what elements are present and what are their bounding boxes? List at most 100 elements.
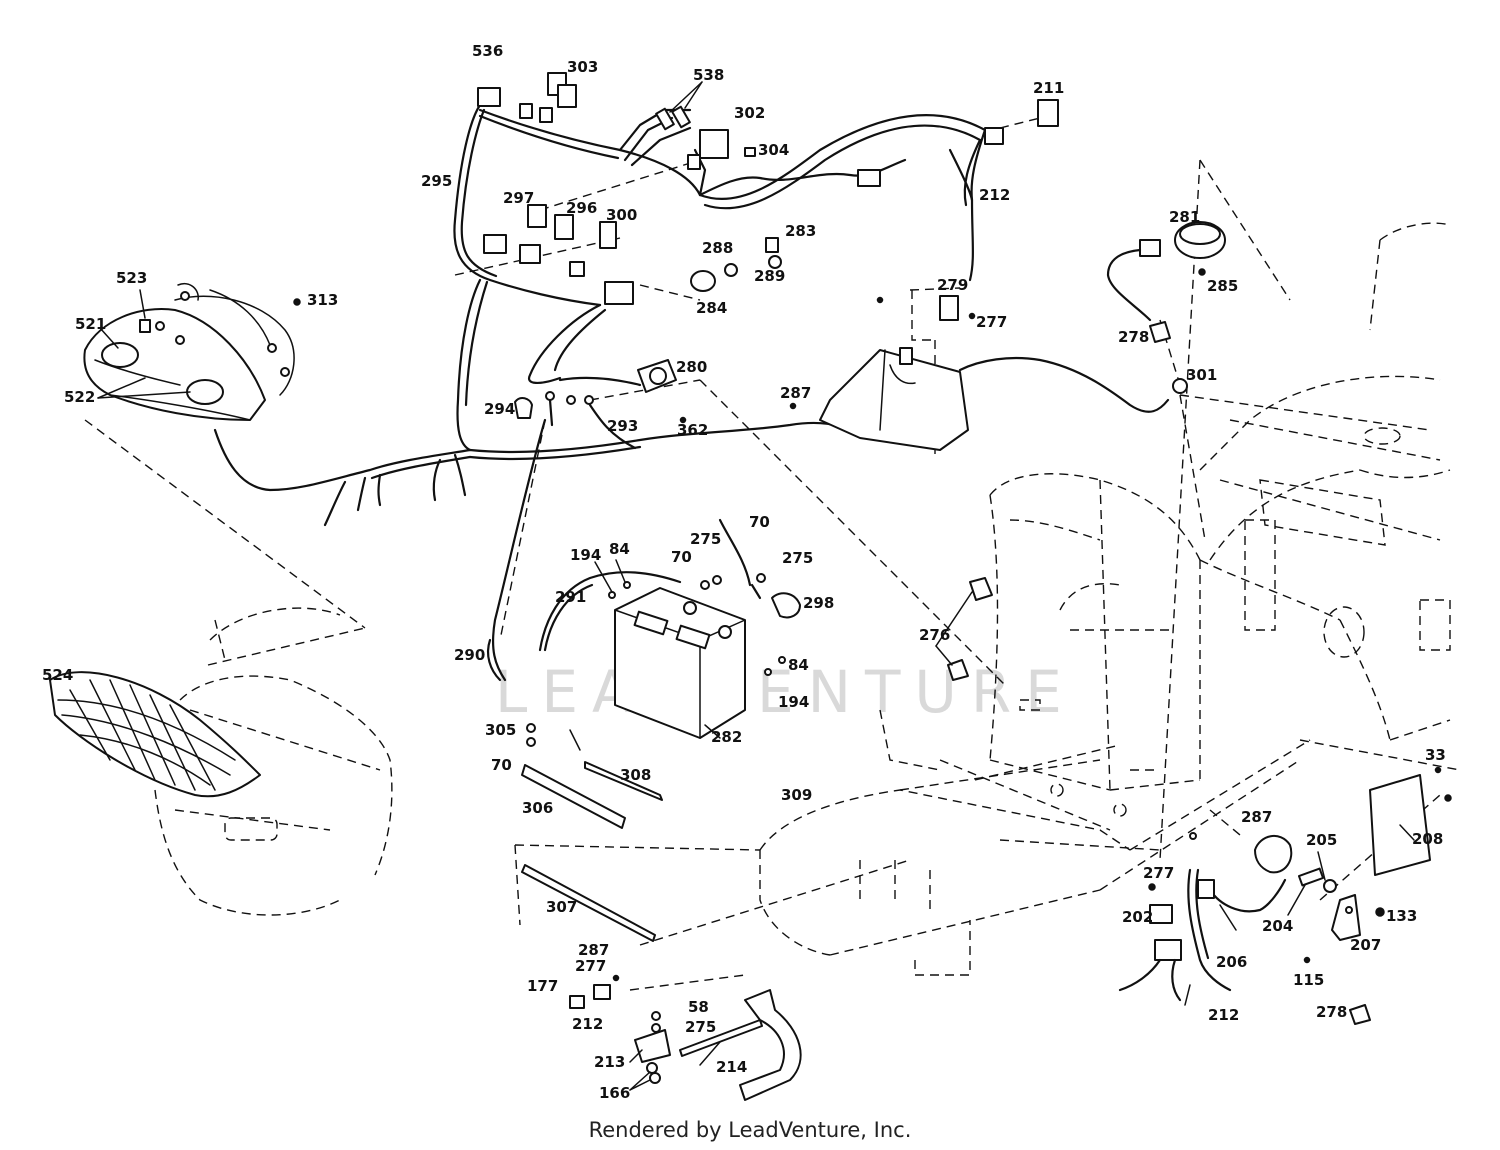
callout-291: 291 xyxy=(555,588,586,606)
callout-labels: 536 303 538 302 304 211 295 297 296 300 … xyxy=(42,42,1446,1102)
callout-538: 538 xyxy=(693,66,724,84)
callout-522: 522 xyxy=(64,388,95,406)
callout-177: 177 xyxy=(527,977,558,995)
dashed-trace-lines xyxy=(84,117,1461,991)
callout-293: 293 xyxy=(607,417,638,435)
lower-left-parts xyxy=(569,974,802,1101)
callout-313: 313 xyxy=(307,291,338,309)
callout-115: 115 xyxy=(1293,971,1324,989)
switch-296 xyxy=(554,214,574,240)
callout-207: 207 xyxy=(1350,936,1381,954)
callout-287-bot: 287 xyxy=(578,941,609,959)
callout-202: 202 xyxy=(1122,908,1153,926)
callout-297: 297 xyxy=(503,189,534,207)
wire-harness xyxy=(213,103,1170,682)
callout-276: 276 xyxy=(919,626,950,644)
switch-279 xyxy=(939,295,959,321)
screw-285 xyxy=(1198,268,1206,276)
connectors xyxy=(293,72,1226,424)
callout-166: 166 xyxy=(599,1084,630,1102)
callout-300: 300 xyxy=(606,206,637,224)
pedal-bracket xyxy=(739,989,802,1101)
callout-70-a: 70 xyxy=(671,548,692,566)
connector-212-small xyxy=(569,995,585,1009)
connector-202 xyxy=(1149,904,1173,924)
callout-212-lowleft: 212 xyxy=(572,1015,603,1033)
boot-298 xyxy=(771,592,801,619)
nut-133 xyxy=(1375,907,1385,917)
tractor-chassis xyxy=(759,222,1451,976)
callout-212-bot: 212 xyxy=(1208,1006,1239,1024)
callout-296: 296 xyxy=(566,199,597,217)
footer-credit: Rendered by LeadVenture, Inc. xyxy=(588,1118,912,1142)
callout-281: 281 xyxy=(1169,208,1200,226)
callout-295: 295 xyxy=(421,172,452,190)
callout-208-right: 208 xyxy=(1412,830,1443,848)
callout-362: 362 xyxy=(677,421,708,439)
nut-288 xyxy=(724,263,738,277)
callout-309: 309 xyxy=(781,786,812,804)
callout-303: 303 xyxy=(567,58,598,76)
fuse-206 xyxy=(1197,879,1215,899)
bar-307 xyxy=(521,864,656,942)
callout-306: 306 xyxy=(522,799,553,817)
connector-283 xyxy=(765,237,779,253)
battery-assembly xyxy=(486,518,801,942)
callout-288: 288 xyxy=(702,239,733,257)
callout-70-b: 70 xyxy=(749,513,770,531)
callout-277-top: 277 xyxy=(976,313,1007,331)
watermark-text: LEADVENTURE xyxy=(495,658,1076,726)
washer-301 xyxy=(1172,378,1188,394)
connector-177 xyxy=(593,984,611,1000)
callout-204: 204 xyxy=(1262,917,1293,935)
callout-33: 33 xyxy=(1425,746,1446,764)
callout-284: 284 xyxy=(696,299,727,317)
relay-302 xyxy=(699,129,729,159)
horn-205 xyxy=(1254,835,1293,874)
callout-536: 536 xyxy=(472,42,503,60)
callout-289: 289 xyxy=(754,267,785,285)
callout-524: 524 xyxy=(42,666,73,684)
callout-304: 304 xyxy=(758,141,789,159)
callout-308: 308 xyxy=(620,766,651,784)
callout-70-c: 70 xyxy=(491,756,512,774)
strap-306 xyxy=(521,764,626,829)
callout-278-bot: 278 xyxy=(1316,1003,1347,1021)
rod-308 xyxy=(584,761,663,801)
callout-213: 213 xyxy=(594,1053,625,1071)
bulb-294 xyxy=(514,397,533,419)
hood-and-grille xyxy=(49,607,393,916)
callout-523: 523 xyxy=(116,269,147,287)
callout-294: 294 xyxy=(484,400,515,418)
grommet-278-top xyxy=(1149,321,1171,343)
callout-275-a: 275 xyxy=(690,530,721,548)
bolt-204 xyxy=(1297,867,1325,887)
callout-301: 301 xyxy=(1186,366,1217,384)
leader-lines xyxy=(97,81,1415,1091)
right-side-parts xyxy=(819,347,1452,1025)
boot-276-a xyxy=(969,577,993,601)
callout-277-bot: 277 xyxy=(1143,864,1174,882)
bracket-207 xyxy=(1331,894,1361,941)
callout-194-a: 194 xyxy=(570,546,601,564)
callout-287-right: 287 xyxy=(1241,808,1272,826)
grommet-278-bot xyxy=(1349,1004,1371,1025)
callout-278-top: 278 xyxy=(1118,328,1149,346)
callout-214: 214 xyxy=(716,1058,747,1076)
connector-536 xyxy=(477,87,501,107)
switch-297 xyxy=(527,204,547,228)
callout-275-c: 275 xyxy=(685,1018,716,1036)
callout-290: 290 xyxy=(454,646,485,664)
callout-307: 307 xyxy=(546,898,577,916)
callout-211: 211 xyxy=(1033,79,1064,97)
switch-284 xyxy=(690,270,716,292)
washer-289 xyxy=(768,255,782,269)
switch-211 xyxy=(1037,99,1059,127)
callout-279: 279 xyxy=(937,276,968,294)
boot-276-b xyxy=(947,659,969,681)
callout-84-a: 84 xyxy=(609,540,630,558)
callout-133: 133 xyxy=(1386,907,1417,925)
callout-280: 280 xyxy=(676,358,707,376)
plate-300 xyxy=(599,221,617,249)
